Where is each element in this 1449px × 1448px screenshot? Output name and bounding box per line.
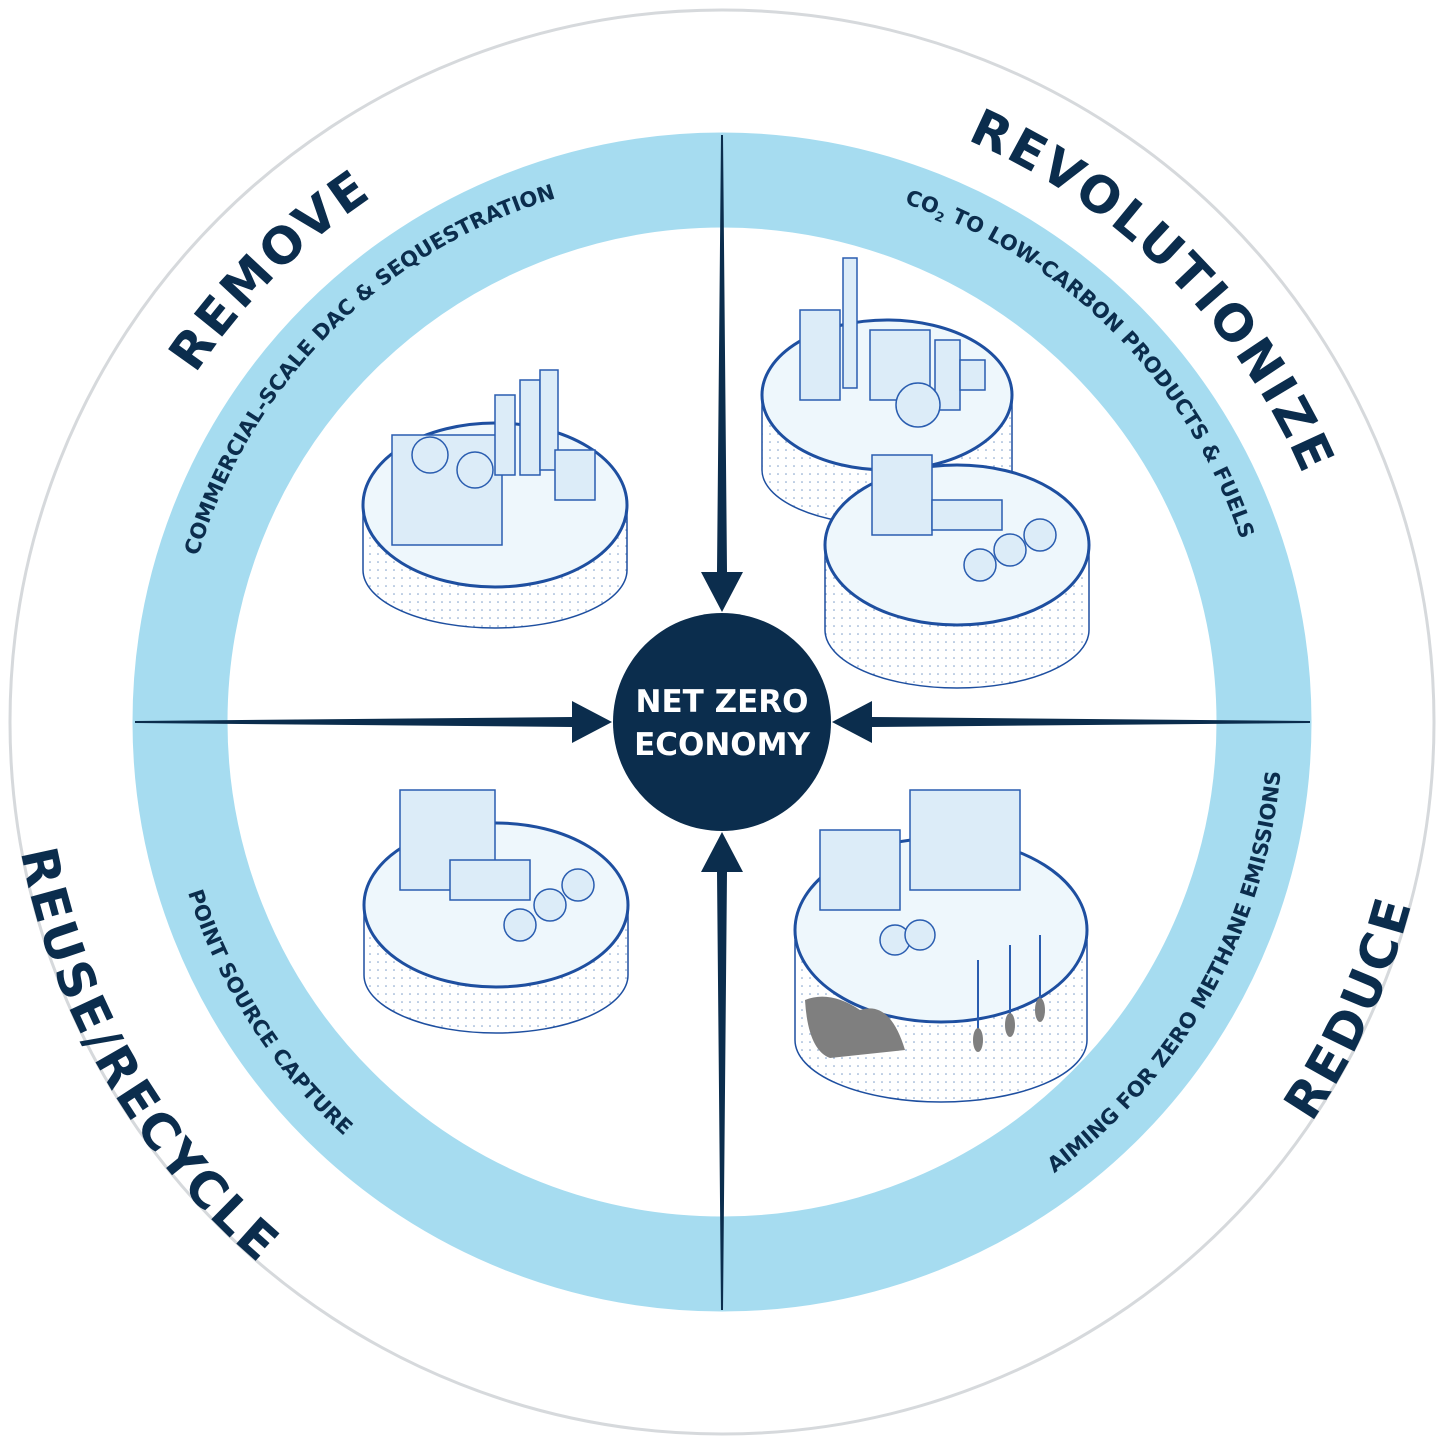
- conversion-plant-illustration: [823, 454, 1091, 689]
- arrow-right: [832, 701, 1310, 743]
- gas-reservoir: [805, 996, 905, 1058]
- point-source-capture-illustration: [362, 789, 630, 1034]
- arrow-bottom: [701, 832, 743, 1310]
- dac-facility-illustration: [361, 369, 629, 629]
- arrows: [135, 135, 1310, 1310]
- arrow-top: [701, 135, 743, 612]
- center-line-2: ECONOMY: [634, 727, 810, 763]
- center-circle: [613, 613, 831, 831]
- center-line-1: NET ZERO: [636, 684, 809, 720]
- arrow-left: [135, 701, 612, 743]
- methane-facility-illustration: [793, 789, 1089, 1103]
